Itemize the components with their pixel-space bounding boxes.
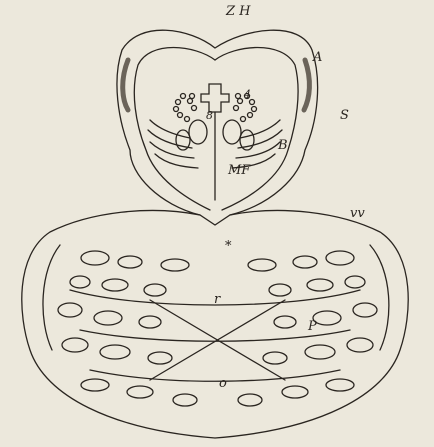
label-4: 4 bbox=[244, 89, 251, 100]
label-star: * bbox=[225, 240, 232, 253]
inner-layer-1 bbox=[134, 48, 215, 211]
label-mf: MF bbox=[228, 164, 250, 177]
central-canal bbox=[201, 84, 229, 112]
label-s: S bbox=[340, 109, 349, 122]
label-r: r bbox=[214, 293, 220, 306]
pons-outline bbox=[22, 210, 408, 438]
inner-layer-2 bbox=[215, 48, 298, 211]
label-8: 8 bbox=[206, 110, 213, 121]
label-b: B bbox=[278, 139, 288, 152]
hatched-edge-left bbox=[123, 60, 128, 110]
label-zh: Z H bbox=[226, 5, 251, 18]
label-a: A bbox=[313, 51, 322, 64]
label-p: P bbox=[308, 320, 317, 333]
label-o: o bbox=[219, 377, 227, 390]
hatched-edge-right bbox=[304, 60, 309, 110]
upper-outline bbox=[117, 30, 318, 225]
label-vv: vv bbox=[350, 207, 365, 220]
nucleus-left bbox=[174, 94, 197, 122]
